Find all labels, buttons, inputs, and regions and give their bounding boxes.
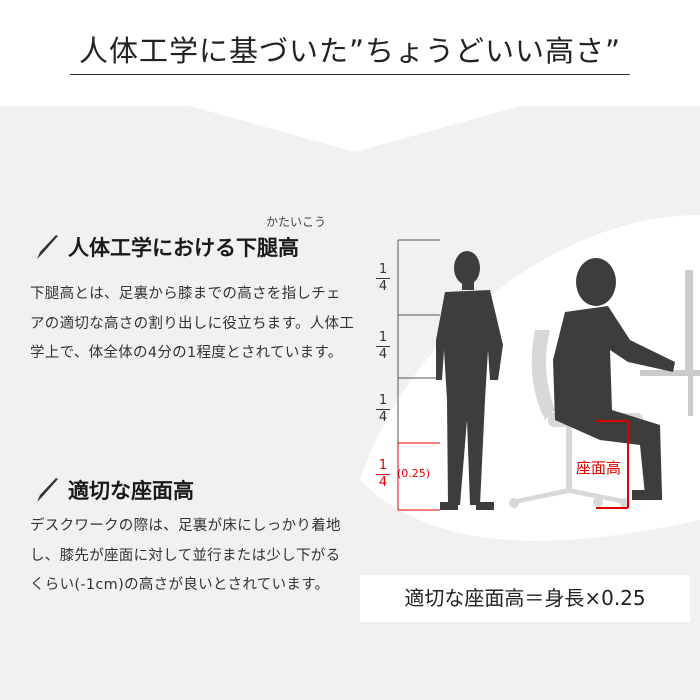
- section-body-lower-leg: 下腿高とは、足裏から膝までの高さを指しチェアの適切な高さの割り出しに役立ちます。…: [30, 286, 355, 361]
- desk-illustration: [640, 270, 700, 416]
- seat-height-bracket: [596, 420, 629, 509]
- formula-box: 適切な座面高＝身長×0.25: [360, 575, 690, 622]
- section-body-seat-height: デスクワークの際は、足裏が床にしっかり着地し、膝先が座面に対して並行または少し下…: [30, 518, 341, 593]
- seated-person-silhouette: [553, 258, 675, 500]
- page-title: 人体工学に基づいた”ちょうどいい高さ”: [78, 34, 622, 68]
- standing-person-silhouette: [436, 251, 503, 510]
- section-heading-seat-height: 適切な座面高: [34, 475, 194, 505]
- heading-text: 適切な座面高: [68, 479, 194, 503]
- ratio-label: (0.25): [397, 467, 431, 480]
- title-divider: [70, 74, 630, 75]
- brush-icon: [37, 478, 58, 502]
- height-ruler: [397, 239, 440, 511]
- heading-ruby: かたいこう: [266, 215, 327, 229]
- heading-text: 人体工学における下腿高: [68, 236, 299, 260]
- brush-icon: [37, 235, 58, 259]
- seat-height-label: 座面高: [575, 457, 623, 478]
- section-heading-lower-leg: 人体工学における下腿高: [34, 232, 299, 262]
